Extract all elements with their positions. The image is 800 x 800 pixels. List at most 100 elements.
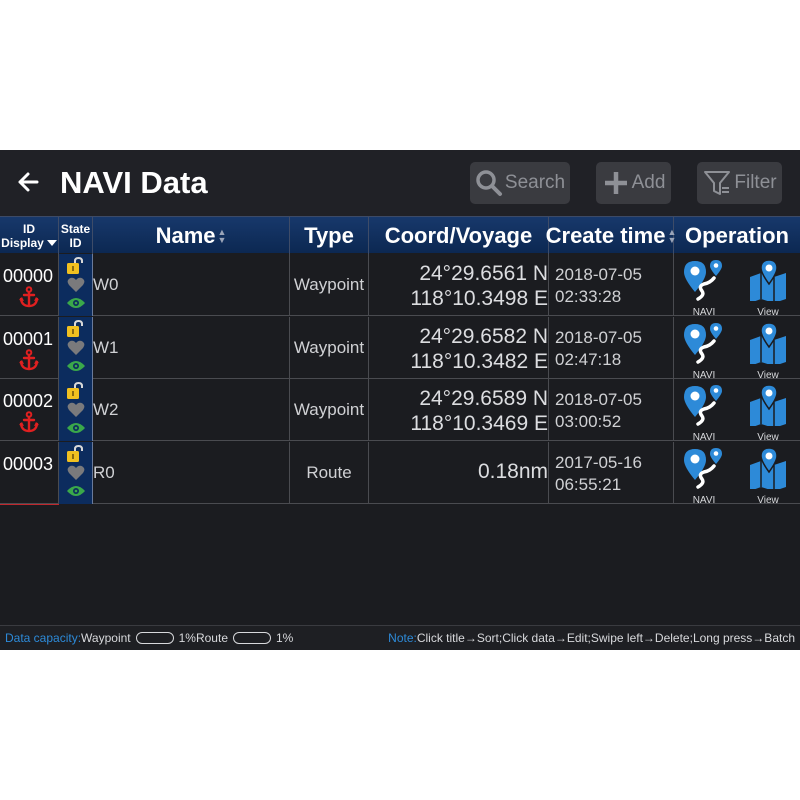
top-bar: NAVI Data Search Add Filter — [0, 150, 800, 216]
table-header: ID Display State ID Name ▲▼ Type Coord/V… — [0, 216, 800, 254]
id-cell[interactable]: 00002 — [0, 379, 59, 441]
type-cell[interactable]: Waypoint — [290, 316, 369, 379]
favorite-toggle[interactable] — [67, 340, 85, 361]
coord-cell[interactable]: 0.18nm — [369, 441, 549, 504]
name-cell[interactable]: W1 — [93, 316, 290, 379]
waypoint-capacity-label: Waypoint — [81, 631, 131, 645]
capacity-label: Data capacity: — [5, 631, 82, 645]
favorite-toggle[interactable] — [67, 465, 85, 486]
waypoint-capacity-pct: 1% — [178, 631, 196, 645]
latitude-value: 24°29.6561 N — [419, 262, 548, 285]
state-cell[interactable] — [59, 379, 93, 441]
id-cell[interactable]: 00000 — [0, 254, 59, 316]
anchor-icon — [19, 411, 39, 433]
voyage-value: 0.18nm — [477, 459, 548, 483]
heart-icon — [67, 465, 85, 480]
waypoint-capacity-bar — [135, 632, 174, 644]
type-cell[interactable]: Waypoint — [290, 254, 369, 316]
column-header-create-time[interactable]: Create time ▲▼ — [545, 217, 676, 254]
lock-icon — [67, 444, 83, 462]
type-cell[interactable]: Route — [290, 441, 369, 504]
map-view-icon — [750, 321, 786, 366]
operation-cell: NAVI View — [674, 379, 800, 443]
operation-header-label: Operation — [685, 222, 789, 248]
filter-button[interactable]: Filter — [697, 162, 782, 204]
route-capacity-pct: 1% — [276, 631, 294, 645]
add-button[interactable]: Add — [596, 162, 671, 204]
navi-label: NAVI — [692, 432, 716, 443]
column-header-name[interactable]: Name ▲▼ — [93, 217, 290, 254]
view-button[interactable]: View — [746, 259, 790, 318]
name-cell[interactable]: W0 — [93, 254, 290, 316]
type-cell[interactable]: Waypoint — [290, 379, 369, 441]
navi-label: NAVI — [692, 369, 716, 381]
anchor-icon — [19, 286, 39, 308]
id-cell[interactable]: 00003 — [0, 441, 59, 505]
state-header-line1: State — [60, 221, 91, 236]
visibility-toggle[interactable] — [66, 359, 86, 378]
type-header-label: Type — [304, 222, 354, 248]
visibility-toggle[interactable] — [66, 296, 86, 315]
visibility-toggle[interactable] — [66, 421, 86, 440]
row-type: Waypoint — [293, 275, 365, 294]
anchor-badge — [19, 348, 39, 376]
lock-toggle[interactable] — [66, 256, 86, 280]
name-cell[interactable]: R0 — [93, 441, 290, 504]
column-header-coord-voyage[interactable]: Coord/Voyage — [369, 217, 549, 254]
anchor-badge — [19, 286, 39, 313]
usage-note: Note:Click title→Sort;Click data→Edit;Sw… — [388, 631, 795, 645]
name-cell[interactable]: W2 — [93, 379, 290, 441]
view-button[interactable]: View — [746, 384, 790, 443]
column-header-type[interactable]: Type — [290, 217, 369, 254]
state-cell[interactable] — [59, 254, 93, 316]
create-time-header-label: Create time — [545, 222, 666, 248]
navi-button[interactable]: NAVI — [682, 322, 726, 381]
search-button[interactable]: Search — [470, 162, 570, 204]
operation-cell: NAVI View — [674, 254, 800, 318]
state-cell[interactable] — [59, 316, 93, 379]
row-id: 00001 — [3, 328, 54, 349]
data-capacity: Data capacity: Waypoint 1% Route 1% — [5, 631, 293, 645]
column-header-id-display[interactable]: ID Display — [0, 217, 59, 254]
dropdown-triangle-icon — [46, 239, 57, 246]
state-cell[interactable] — [59, 441, 93, 504]
map-view-icon — [750, 446, 786, 491]
column-header-state-id[interactable]: State ID — [59, 217, 93, 254]
lock-toggle[interactable] — [66, 319, 86, 343]
lock-toggle[interactable] — [66, 444, 86, 468]
navi-button[interactable]: NAVI — [682, 447, 726, 506]
navi-button[interactable]: NAVI — [682, 259, 726, 318]
lock-toggle[interactable] — [66, 381, 86, 405]
create-clock: 02:33:28 — [555, 287, 622, 306]
page-title: NAVI Data — [60, 165, 208, 200]
favorite-toggle[interactable] — [67, 277, 85, 298]
view-button[interactable]: View — [746, 446, 790, 506]
visibility-toggle[interactable] — [66, 484, 86, 503]
eye-icon — [67, 423, 85, 433]
map-view-icon — [750, 259, 786, 303]
create-date: 2017-05-16 — [555, 452, 642, 472]
row-name: W2 — [93, 400, 119, 419]
longitude-value: 118°10.3498 E — [410, 287, 548, 310]
search-label: Search — [504, 172, 566, 193]
eye-icon — [67, 298, 85, 308]
state-header-line2: ID — [69, 235, 82, 250]
id-cell[interactable]: 00001 — [0, 316, 59, 379]
navi-pin-icon — [684, 385, 722, 426]
back-arrow-icon — [18, 172, 39, 192]
navi-button[interactable]: NAVI — [682, 384, 726, 443]
view-button[interactable]: View — [746, 321, 790, 381]
favorite-toggle[interactable] — [67, 402, 85, 423]
back-button[interactable] — [12, 164, 44, 200]
